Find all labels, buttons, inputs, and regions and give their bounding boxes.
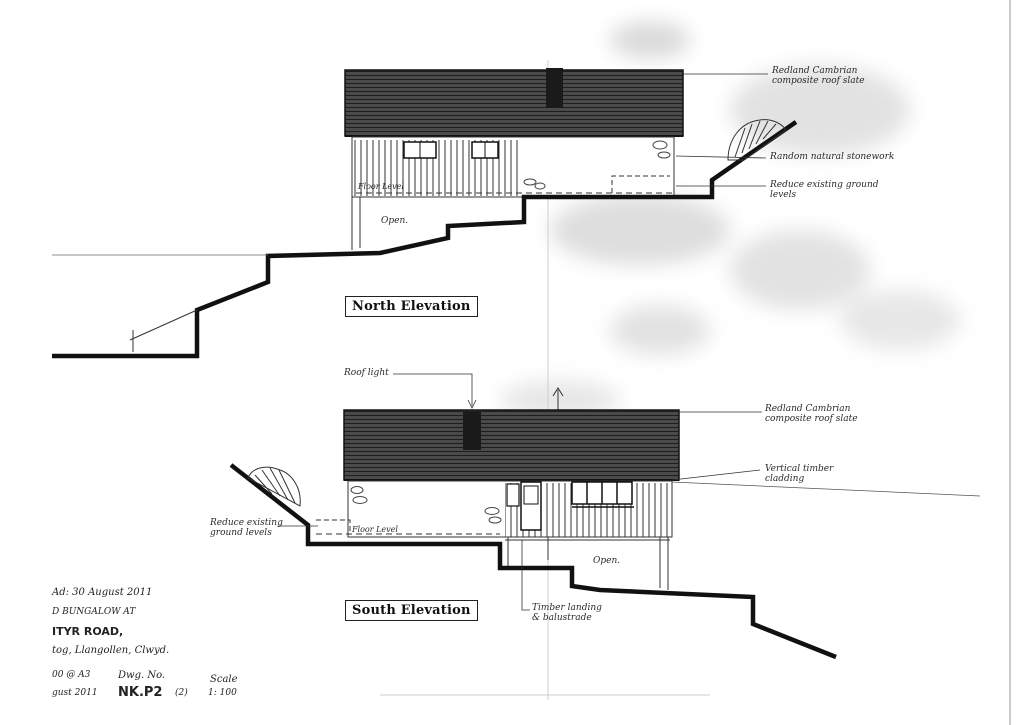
title-block-rev: (2): [175, 688, 188, 698]
title-block-date: Ad: 30 August 2011: [52, 587, 153, 598]
south-ground-annotation: Reduce existing ground levels: [210, 518, 283, 538]
south-open-label: Open.: [593, 556, 621, 566]
title-block-date2: gust 2011: [52, 688, 98, 698]
south-floor-label: Floor Level: [352, 525, 398, 534]
north-ground-annotation: Reduce existing ground levels: [770, 180, 879, 200]
title-block-paper: 00 @ A3: [52, 670, 91, 680]
south-elevation: [229, 373, 981, 660]
north-elevation-title: North Elevation: [345, 296, 478, 317]
south-roof: [343, 409, 680, 481]
south-elevation-title: South Elevation: [345, 600, 478, 621]
south-roof-annotation: Redland Cambrian composite roof slate: [765, 404, 858, 424]
south-side-window: [506, 483, 520, 507]
south-rooflight-annotation: Roof light: [344, 368, 389, 378]
title-block-road: ITYR ROAD,: [52, 625, 124, 638]
north-stonework: [523, 140, 671, 190]
title-block-town: tog, Llangollen, Clwyd.: [52, 645, 170, 656]
north-floor-label: Floor Level: [358, 182, 404, 191]
south-rooflight: [463, 412, 481, 450]
title-block-line2: D BUNGALOW AT: [52, 607, 136, 617]
title-block-dwg-no: NK.P2: [118, 685, 163, 700]
north-hedge: [727, 119, 787, 161]
north-roof: [344, 69, 684, 137]
south-cladding-annotation: Vertical timber cladding: [765, 464, 834, 484]
north-chimney: [546, 68, 563, 108]
north-elevation: [52, 68, 798, 359]
title-block-dwg-label: Dwg. No.: [118, 670, 166, 681]
south-hedge: [247, 466, 301, 507]
north-open-label: Open.: [381, 216, 409, 226]
north-roof-annotation: Redland Cambrian composite roof slate: [772, 66, 865, 86]
south-ground-line: [229, 463, 837, 660]
south-stonework: [350, 486, 502, 524]
title-block-scale-label: Scale: [210, 674, 238, 685]
title-block-scale: 1: 100: [208, 688, 237, 698]
north-stonework-annotation: Random natural stonework: [770, 152, 895, 162]
south-landing-annotation: Timber landing & balustrade: [532, 603, 602, 623]
